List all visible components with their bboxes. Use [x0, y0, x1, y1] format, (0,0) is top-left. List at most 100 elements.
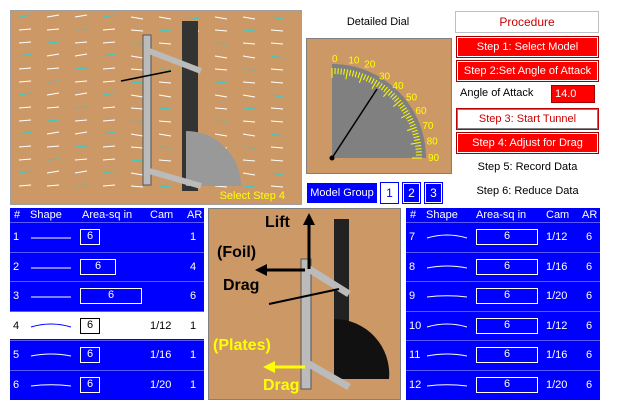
area-value: 6	[80, 317, 100, 334]
model-group-label: Model Group	[307, 183, 377, 203]
dial-tick	[378, 83, 383, 89]
streamline	[270, 68, 284, 71]
dial-tick	[368, 76, 372, 83]
streamline	[46, 14, 60, 18]
dial-tick-label: 40	[392, 81, 404, 92]
step-5-record-data[interactable]: Step 5: Record Data	[477, 161, 578, 173]
area-value: 6	[80, 347, 100, 363]
camber-value: 1/12	[546, 231, 568, 243]
model-group-3-button[interactable]: 3	[424, 182, 443, 204]
dial-tick	[411, 129, 418, 133]
model-group-2-button[interactable]: 2	[402, 182, 421, 204]
streamline	[102, 14, 116, 18]
streamline	[102, 41, 116, 44]
dial-tick	[410, 141, 421, 145]
model-number: 10	[409, 319, 422, 332]
aspect-ratio-value: 6	[586, 290, 593, 302]
dial-tick	[387, 90, 393, 96]
dial-tick-label: 50	[406, 93, 418, 104]
step-6-reduce-data[interactable]: Step 6: Reduce Data	[476, 185, 579, 197]
airfoil-shape-icon	[426, 295, 468, 298]
streamline	[18, 67, 32, 70]
dial-tick	[370, 78, 375, 85]
dial-tick-label: 80	[427, 137, 439, 148]
camber-value: 1/20	[546, 378, 568, 391]
lift-arrowhead	[303, 213, 315, 225]
step-4-adjust-drag-button[interactable]: Step 4: Adjust for Drag	[456, 132, 599, 154]
angle-of-attack-input[interactable]: 14.0	[551, 85, 595, 103]
streamline	[74, 14, 88, 18]
aspect-ratio-value: 6	[586, 260, 593, 273]
streamline	[158, 159, 172, 162]
aspect-ratio-value: 6	[586, 349, 593, 361]
streamline	[74, 184, 88, 187]
area-value: 6	[476, 347, 538, 363]
streamline	[74, 28, 88, 31]
step-3-start-tunnel-button[interactable]: Step 3: Start Tunnel	[456, 108, 599, 130]
streamline	[74, 67, 88, 70]
col-ar: AR	[582, 209, 598, 221]
streamline	[242, 42, 256, 45]
streamline	[158, 133, 172, 137]
streamline	[186, 16, 200, 20]
airfoil-shape-icon	[426, 383, 468, 386]
streamline	[46, 106, 60, 109]
streamline	[46, 158, 60, 161]
dial-tick	[351, 70, 355, 77]
table-header: # Shape Area-sq in Cam AR	[406, 208, 600, 222]
streamline	[214, 42, 228, 45]
dial-tick	[380, 84, 386, 91]
plate-drag-label: Drag	[263, 377, 300, 394]
dial-tick	[401, 112, 411, 119]
step-1-select-model-button[interactable]: Step 1: Select Model	[456, 36, 599, 58]
streamline	[102, 53, 116, 57]
airfoil-shape-icon	[426, 234, 468, 239]
streamline	[74, 106, 88, 109]
model-number: 2	[13, 260, 20, 273]
streamline	[130, 172, 144, 176]
dial-pivot	[329, 155, 335, 161]
streamline	[74, 41, 88, 44]
dial-face	[332, 64, 426, 158]
aspect-ratio-value: 6	[586, 319, 593, 332]
streamline	[102, 67, 116, 70]
streamline	[158, 107, 172, 110]
streamline	[270, 120, 284, 123]
streamline	[18, 53, 32, 57]
streamline	[102, 92, 116, 96]
streamline	[214, 185, 228, 188]
streamline	[270, 29, 284, 32]
dial-tick	[376, 81, 381, 88]
streamline	[18, 92, 32, 96]
wind-tunnel-view: Select Step 4	[10, 10, 302, 205]
streamline	[214, 68, 228, 71]
dial-tick	[357, 72, 361, 79]
streamline	[74, 145, 88, 148]
streamline	[158, 16, 172, 20]
model-group-1-button[interactable]: 1	[380, 182, 399, 204]
streamline	[102, 170, 116, 174]
streamline	[214, 81, 228, 84]
streamline	[102, 80, 116, 83]
dial-tick	[415, 148, 422, 150]
streamline	[18, 184, 32, 187]
step-2-angle-of-attack-button[interactable]: Step 2:Set Angle of Attack	[456, 60, 599, 82]
streamline	[130, 107, 144, 110]
airfoil-shape-icon	[426, 353, 468, 357]
angle-of-attack-label: Angle of Attack	[460, 87, 534, 99]
procedure-title: Procedure	[455, 11, 599, 33]
col-num: #	[14, 209, 21, 221]
